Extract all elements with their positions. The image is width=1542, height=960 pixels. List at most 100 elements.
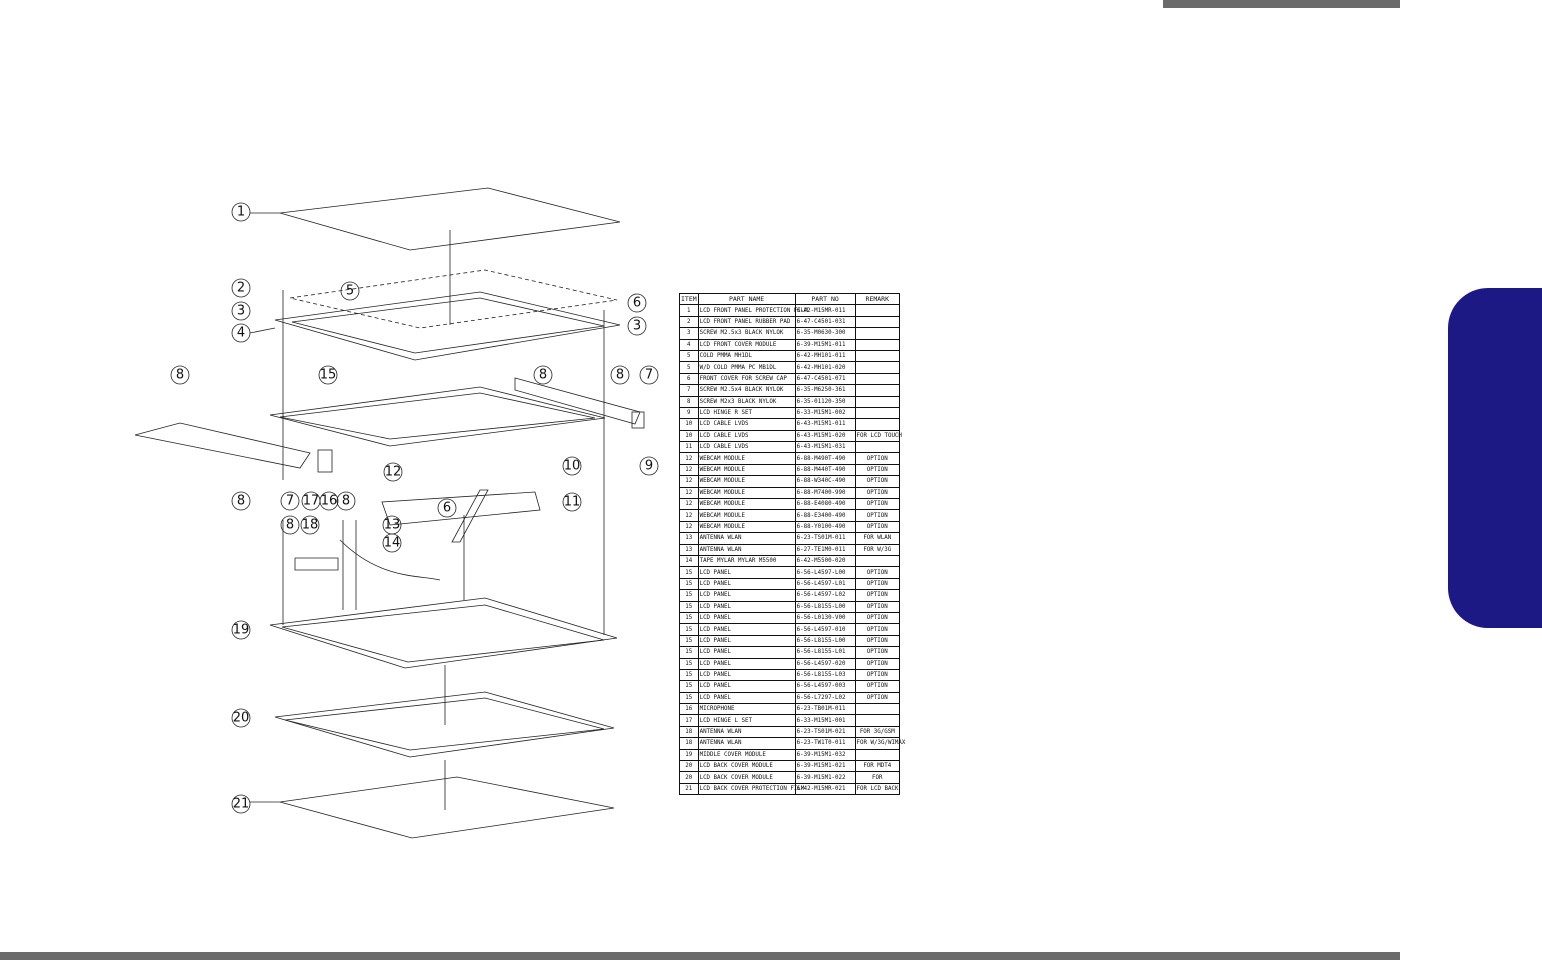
cell-name: LCD HINGE R SET — [697, 406, 796, 420]
left-bracket — [134, 422, 311, 469]
cell-item: 15 — [679, 634, 699, 648]
callout-16: 16 — [321, 494, 338, 509]
cell-item: 19 — [679, 748, 699, 762]
cell-name: LCD PANEL — [697, 589, 796, 602]
cell-name: ANTENNA WLAN — [697, 737, 796, 750]
cell-remark: OPTION — [854, 611, 901, 625]
cell-name: LCD FRONT PANEL RUBBER PAD — [697, 315, 796, 329]
cell-remark — [854, 441, 901, 454]
cell-part-no: 6-23-TS01M-021 — [794, 725, 856, 739]
callout-14: 14 — [384, 536, 401, 551]
cell-remark — [854, 418, 901, 431]
cell-name: LCD CABLE LVDS — [697, 429, 796, 443]
cell-remark — [854, 714, 901, 727]
callout-8b: 8 — [539, 368, 547, 383]
header-item: ITEM — [679, 292, 699, 306]
cell-part-no: 6-27-TE1M0-011 — [794, 543, 856, 557]
cell-item: 5 — [679, 361, 699, 374]
cell-remark — [854, 338, 901, 351]
cell-item: 7 — [679, 384, 699, 397]
cell-item: 18 — [679, 737, 699, 750]
cell-item: 6 — [679, 372, 699, 386]
callout-1: 1 — [237, 205, 245, 220]
callout-20: 20 — [233, 711, 250, 726]
cell-remark — [854, 361, 901, 374]
cell-part-no: 6-88-M440T-490 — [794, 463, 856, 477]
left-hinge — [317, 449, 333, 473]
cell-part-no: 6-88-M7400-990 — [794, 486, 856, 500]
front-bezel-outer — [274, 291, 621, 361]
cell-item: 15 — [679, 577, 699, 591]
chapter-tab — [1448, 288, 1542, 628]
cell-name: WEBCAM MODULE — [697, 520, 796, 534]
cell-name: COLD PMMA MH1DL — [697, 349, 796, 363]
cell-item: 10 — [679, 429, 699, 443]
callout-2: 2 — [237, 281, 245, 296]
cell-name: ANTENNA WLAN — [697, 543, 796, 557]
cell-part-no: 6-56-L4597-020 — [794, 657, 856, 670]
cell-remark: FOR LCD TOUCH — [854, 429, 902, 443]
right-bracket — [514, 377, 641, 425]
cell-name: LCD PANEL — [697, 657, 796, 670]
cell-part-no: 6-35-M6250-361 — [794, 384, 856, 397]
cell-remark — [854, 554, 901, 568]
cell-item: 11 — [679, 441, 699, 454]
cell-item: 15 — [679, 611, 699, 625]
cell-remark: OPTION — [854, 486, 901, 500]
callout-8f: 8 — [286, 518, 294, 533]
cell-name: LCD PANEL — [697, 668, 796, 682]
callout-12: 12 — [385, 465, 402, 480]
cell-item: 3 — [679, 327, 699, 340]
callout-13: 13 — [384, 518, 401, 533]
cell-item: 15 — [679, 566, 699, 579]
cell-name: LCD PANEL — [697, 611, 796, 625]
cell-remark — [854, 395, 901, 408]
cell-remark: FOR LCD BACK — [854, 782, 901, 796]
callout-7b: 7 — [286, 494, 294, 509]
callout-8e: 8 — [342, 494, 350, 509]
exploded-lcd-assembly-diagram: 1 2 3 5 6 3 4 8 15 8 8 7 12 10 8 7 17 16… — [120, 180, 680, 860]
cell-item: 13 — [679, 532, 699, 545]
cell-part-no: 6-88-M490T-490 — [794, 452, 856, 465]
cell-name: WEBCAM MODULE — [697, 452, 796, 465]
cell-part-no: 6-39-M15M1-021 — [794, 759, 856, 773]
cell-item: 12 — [679, 463, 699, 477]
cell-remark: OPTION — [854, 589, 901, 602]
cell-name: FRONT COVER FOR SCREW CAP — [697, 372, 796, 386]
callout-15: 15 — [320, 368, 337, 383]
cell-item: 12 — [679, 452, 699, 465]
cell-item: 15 — [679, 589, 699, 602]
cell-remark: FOR 3G/GSM — [854, 725, 901, 739]
cell-name: WEBCAM MODULE — [697, 509, 796, 522]
cell-part-no: 6-42-MH101-011 — [794, 349, 856, 363]
cell-item: 20 — [679, 759, 699, 773]
cell-part-no: 6-35-M0630-300 — [794, 327, 856, 340]
cell-remark: OPTION — [854, 657, 901, 670]
cell-part-no: 6-33-M15M1-002 — [794, 406, 856, 420]
cell-part-no: 6-43-M15M1-011 — [794, 418, 856, 431]
cell-part-no: 6-56-L0130-V00 — [794, 611, 856, 625]
callout-8c: 8 — [616, 368, 624, 383]
cell-item: 2 — [679, 315, 699, 329]
callout-7a: 7 — [645, 368, 653, 383]
cell-remark: FOR — [854, 771, 901, 784]
cell-name: LCD PANEL — [697, 577, 796, 591]
callout-5: 5 — [346, 284, 354, 299]
